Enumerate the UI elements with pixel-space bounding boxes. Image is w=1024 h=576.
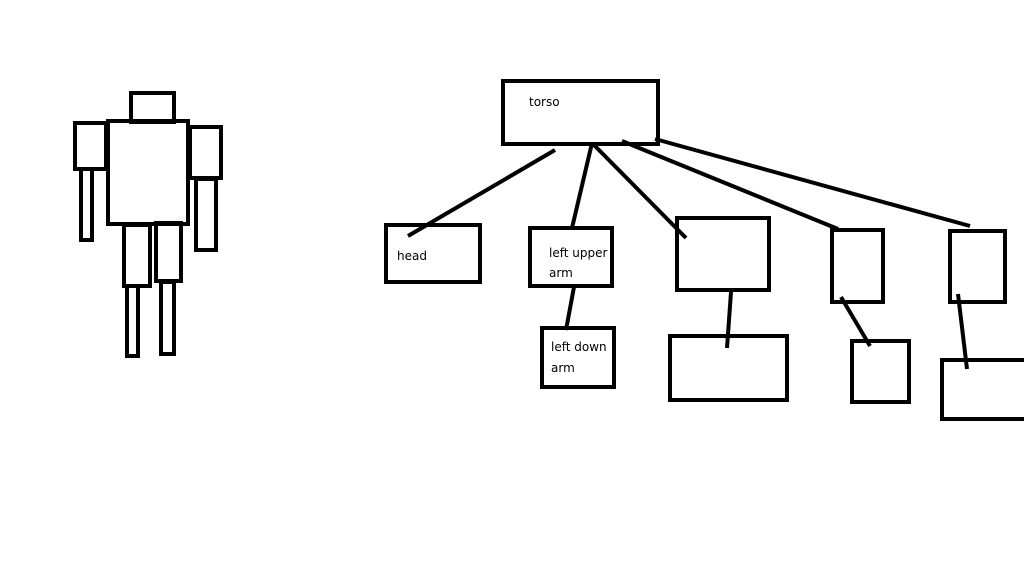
node-4 [830,228,885,304]
edge-node-3-child [725,291,733,349]
edge-torso-node-4 [621,139,839,231]
label-torso: torso [529,95,560,109]
node-4-child [850,339,911,404]
robot-left-lower-leg-shape [125,284,140,358]
robot-right-upper-arm-shape [188,125,223,180]
label-head: head [397,249,427,263]
robot-left-lower-arm-shape [79,167,94,242]
node-left-upper-arm [528,226,614,288]
edge-left-upper-arm-left-down-arm [564,286,576,331]
robot-right-lower-leg-shape [159,280,176,356]
node-left-down-arm [540,326,616,389]
robot-torso-shape [106,119,190,226]
edge-node-5-child [956,293,969,370]
edge-torso-node-5 [654,137,971,228]
edge-node-4-child [839,295,872,348]
label-left-down-arm-line-2: arm [551,361,575,375]
hierarchy-tree: torso head left upper arm left down arm [384,79,1024,421]
edge-torso-node-3 [592,143,688,240]
edge-torso-head [406,148,557,238]
label-left-upper-arm-line-1: left upper [549,246,607,260]
label-left-upper-arm-line-2: arm [549,266,573,280]
node-torso [501,79,660,146]
node-head [384,223,482,284]
node-5-child [940,358,1024,421]
robot-left-upper-arm-shape [73,121,108,171]
node-5 [948,229,1007,304]
node-3 [675,216,771,292]
edge-torso-left-upper-arm [570,142,594,229]
robot-figure [73,91,223,358]
label-left-down-arm-line-1: left down [551,340,607,354]
node-3-child [668,334,789,402]
robot-head-shape [129,91,176,124]
robot-left-upper-leg-shape [122,223,152,288]
robot-right-lower-arm-shape [194,177,218,252]
robot-right-upper-leg-shape [154,221,183,283]
